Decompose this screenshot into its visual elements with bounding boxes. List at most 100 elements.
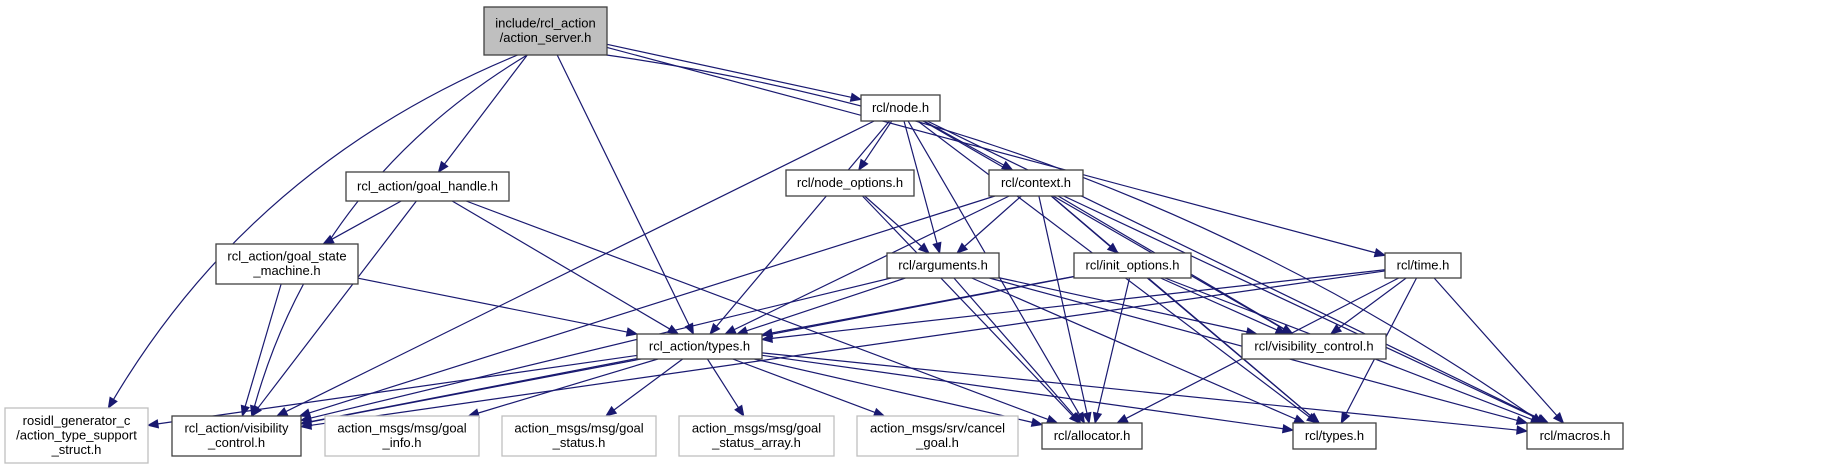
- node-label: /action_server.h: [500, 30, 592, 45]
- arrowhead-icon: [146, 419, 160, 429]
- node-rosidl[interactable]: rosidl_generator_c/action_type_support_s…: [4, 407, 149, 464]
- node-label: _status_array.h: [711, 435, 801, 450]
- edge-action_types-to-cancel_goal: [732, 358, 886, 417]
- node-label: rcl/node.h: [872, 100, 929, 115]
- arrowhead-icon: [956, 242, 969, 254]
- edge-line: [1433, 277, 1558, 416]
- edge-line: [257, 200, 417, 409]
- edge-line: [864, 195, 922, 247]
- node-label: rcl/context.h: [1001, 175, 1071, 190]
- edge-line: [1096, 277, 1131, 414]
- arrowhead-icon: [872, 407, 886, 417]
- edge-node-to-action_types: [709, 120, 891, 336]
- node-macros[interactable]: rcl/macros.h: [1526, 422, 1624, 450]
- edge-line: [761, 352, 1518, 431]
- node-goal-status-array[interactable]: action_msgs/msg/goal_status_array.h: [678, 415, 835, 457]
- arrowhead-icon: [625, 327, 639, 337]
- node-arguments[interactable]: rcl/arguments.h: [886, 252, 1000, 279]
- node-label: rcl/visibility_control.h: [1254, 338, 1373, 353]
- edge-root-to-goal_handle: [437, 54, 528, 174]
- node-box: [4, 407, 149, 464]
- arrowhead-icon: [734, 404, 745, 418]
- node-label: rcl_action/types.h: [649, 338, 750, 353]
- edge-line: [716, 120, 891, 327]
- arrowhead-icon: [917, 242, 930, 254]
- node-label: rcl/types.h: [1305, 428, 1364, 443]
- edge-line: [613, 358, 684, 411]
- node-box: [886, 252, 1000, 279]
- edge-line: [357, 277, 628, 333]
- node-goal-state-machine[interactable]: rcl_action/goal_state_machine.h: [215, 243, 359, 285]
- node-action-visibility[interactable]: rcl_action/visibility_control.h: [171, 415, 302, 457]
- edge-node-to-context: [923, 120, 1014, 171]
- edge-action_types-to-rcl_types: [761, 354, 1295, 434]
- node-action-types[interactable]: rcl_action/types.h: [636, 333, 763, 360]
- node-cancel-goal[interactable]: action_msgs/srv/cancel_goal.h: [856, 415, 1019, 457]
- edge-time-to-rcl_visibility: [1329, 277, 1407, 335]
- edge-line: [732, 358, 876, 414]
- node-label: rcl_action/goal_handle.h: [357, 178, 498, 193]
- edge-line: [285, 120, 875, 413]
- node-goal-info[interactable]: action_msgs/msg/goal_info.h: [324, 415, 480, 457]
- arrowhead-icon: [1281, 423, 1295, 434]
- node-label: rcl/allocator.h: [1054, 428, 1131, 443]
- arrowhead-icon: [1075, 411, 1086, 425]
- node-allocator[interactable]: rcl/allocator.h: [1041, 422, 1143, 450]
- node-rcl-types[interactable]: rcl/types.h: [1292, 422, 1377, 450]
- arrowhead-icon: [1001, 160, 1014, 171]
- edge-init_options-to-rcl_visibility: [1160, 277, 1288, 335]
- edge-action_types-to-goal_info: [467, 358, 659, 418]
- edge-line: [903, 120, 938, 244]
- node-box: [324, 415, 480, 457]
- arrowhead-icon: [107, 396, 118, 410]
- edge-line: [964, 195, 1022, 247]
- node-goal-status[interactable]: action_msgs/msg/goal_status.h: [501, 415, 657, 457]
- node-context[interactable]: rcl/context.h: [988, 169, 1084, 197]
- arrowhead-icon: [1308, 412, 1321, 424]
- edge-line: [465, 200, 1049, 421]
- edge-line: [477, 358, 659, 414]
- edge-line: [953, 277, 1075, 416]
- node-init-options[interactable]: rcl/init_options.h: [1073, 252, 1192, 279]
- node-box: [1526, 422, 1624, 450]
- node-node[interactable]: rcl/node.h: [860, 94, 941, 122]
- arrowhead-icon: [1070, 411, 1082, 425]
- arrowhead-icon: [1373, 248, 1387, 258]
- arrowhead-icon: [1092, 411, 1103, 425]
- edge-root-to-node: [606, 43, 863, 102]
- arrowhead-icon: [932, 241, 942, 255]
- node-label: _goal.h: [915, 435, 959, 450]
- edge-root-to-action_types: [556, 54, 694, 336]
- node-rcl-visibility[interactable]: rcl/visibility_control.h: [1241, 333, 1387, 360]
- edge-line: [309, 195, 996, 414]
- arrowhead-icon: [1552, 412, 1565, 425]
- node-label: _control.h: [207, 435, 265, 450]
- node-label: rcl_action/goal_state: [227, 249, 346, 264]
- node-box: [1073, 252, 1192, 279]
- node-time[interactable]: rcl/time.h: [1384, 252, 1462, 279]
- edge-line: [253, 54, 528, 407]
- edge-line: [706, 358, 739, 408]
- node-node-options[interactable]: rcl/node_options.h: [785, 169, 915, 197]
- edge-root-to-rosidl: [107, 54, 518, 410]
- edge-line: [1038, 195, 1088, 414]
- edge-context-to-macros: [1063, 195, 1549, 424]
- node-label: action_msgs/msg/goal: [337, 421, 466, 436]
- node-box: [1384, 252, 1462, 279]
- edge-line: [157, 354, 638, 425]
- edge-init_options-to-rcl_types: [1146, 277, 1321, 424]
- edge-arguments-to-allocator: [953, 277, 1082, 425]
- edge-line: [606, 43, 852, 98]
- edge-context-to-allocator: [1038, 195, 1092, 425]
- node-label: rcl/init_options.h: [1086, 257, 1180, 272]
- arrowhead-icon: [1116, 413, 1129, 424]
- node-label: action_msgs/msg/goal: [692, 421, 821, 436]
- edge-goal_state_machine-to-action_types: [357, 277, 639, 337]
- node-box: [483, 6, 608, 56]
- node-label: _machine.h: [252, 263, 320, 278]
- node-goal-handle[interactable]: rcl_action/goal_handle.h: [345, 171, 510, 202]
- edge-line: [310, 277, 892, 419]
- node-root[interactable]: include/rcl_action/action_server.h: [483, 6, 608, 56]
- node-label: rosidl_generator_c: [23, 413, 131, 428]
- arrowhead-icon: [760, 333, 773, 344]
